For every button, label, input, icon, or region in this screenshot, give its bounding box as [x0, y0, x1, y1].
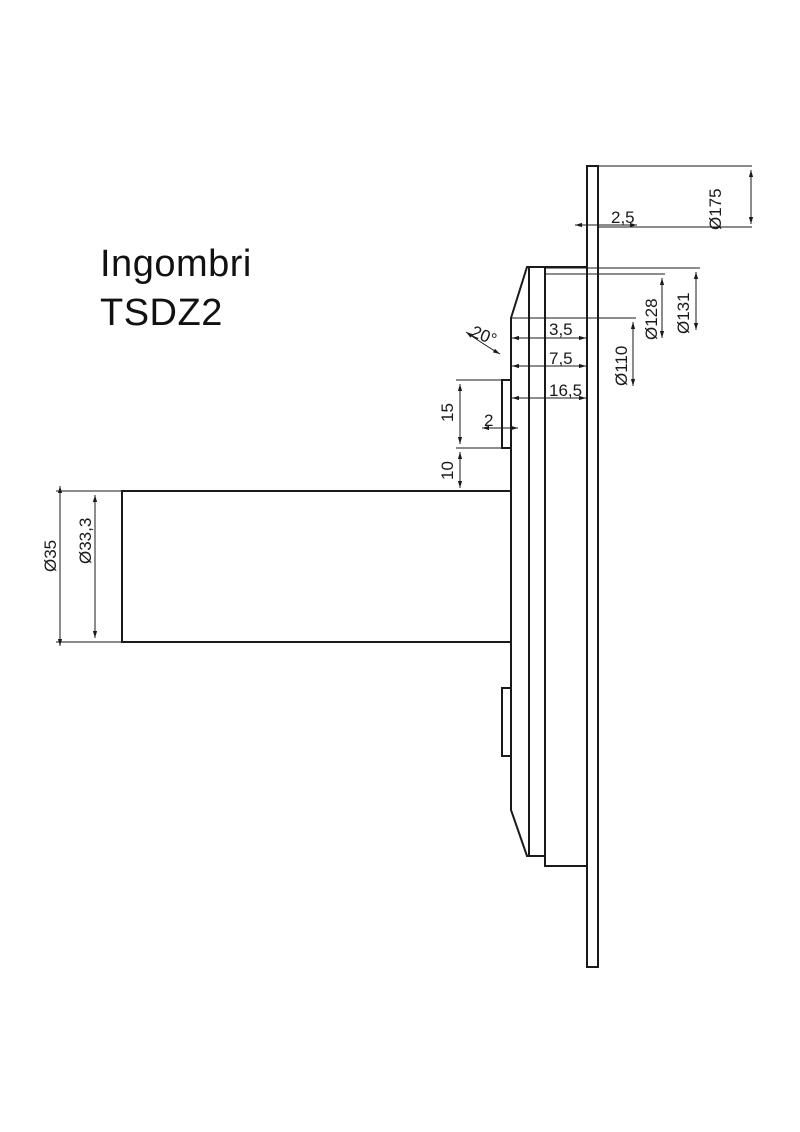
motor-body	[121, 490, 512, 643]
lower-boss	[501, 687, 512, 757]
drawing-title-line-1: Ingombri	[100, 243, 252, 285]
label-d110: Ø110	[612, 346, 631, 386]
label-2-5: 2,5	[611, 208, 635, 227]
outer-housing	[544, 266, 588, 867]
label-3-5: 3,5	[549, 320, 573, 339]
upper-boss	[501, 379, 512, 449]
label-d131: Ø131	[674, 292, 693, 334]
label-15: 15	[438, 403, 457, 422]
label-d128: Ø128	[642, 298, 661, 340]
label-2: 2	[484, 411, 493, 430]
label-d35: Ø35	[41, 540, 60, 572]
drawing-title-line-2: TSDZ2	[100, 292, 223, 334]
label-d175: Ø175	[706, 188, 725, 230]
label-d33-3: Ø33,3	[76, 518, 95, 564]
chainring-plate	[586, 165, 599, 968]
dim-arc-20-deg	[465, 331, 501, 355]
label-angle-20: 20°	[469, 322, 500, 349]
label-16-5: 16,5	[549, 381, 582, 400]
label-7-5: 7,5	[549, 349, 573, 368]
label-10: 10	[438, 461, 457, 480]
